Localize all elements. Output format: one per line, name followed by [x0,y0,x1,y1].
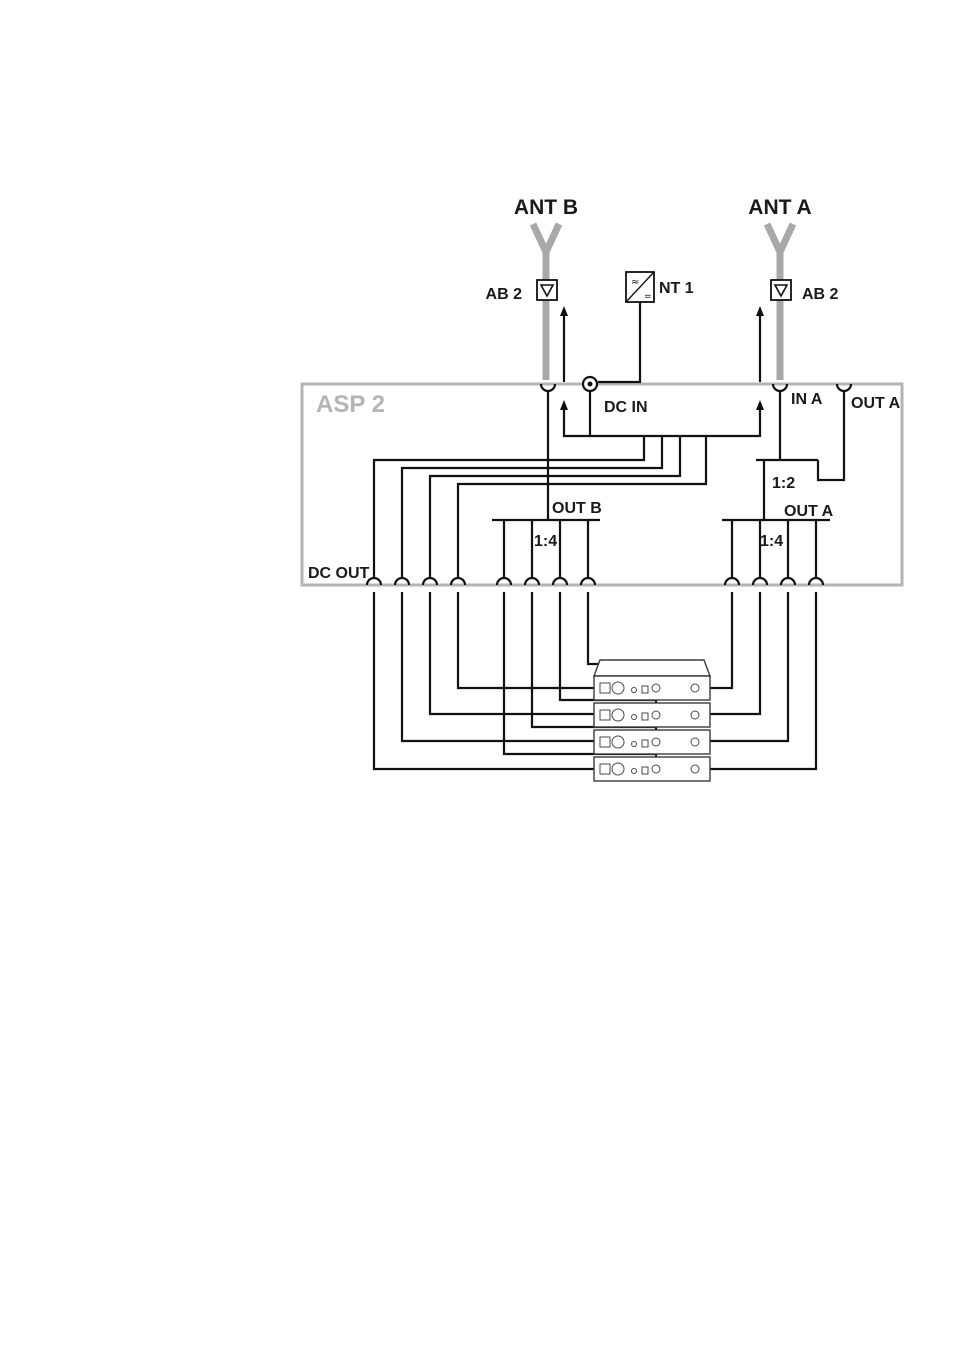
in-a-label: IN A [791,391,823,408]
splitter-a-label: 1:4 [760,533,783,550]
ab2-left-label: AB 2 [486,286,523,303]
receiver-unit-icon [594,703,710,727]
receiver-stack-lid [594,660,710,676]
receiver-unit-icon [594,757,710,781]
dc-feed-wiring [374,302,764,578]
receiver-unit-icon [594,676,710,700]
dc-in-label: DC IN [604,399,648,416]
svg-text:≈: ≈ [631,277,639,288]
dc-out-label: DC OUT [308,565,370,582]
svg-text:=: = [644,292,652,302]
antenna-b-icon [533,224,559,380]
ab2-right-label: AB 2 [802,286,839,303]
splitter-1-2-label: 1:2 [772,475,795,492]
dc-in-jack-center-icon [588,382,593,387]
power-supply-icon: ≈ = [626,272,654,302]
antenna-a-icon [767,224,793,380]
nt1-label: NT 1 [659,280,694,297]
out-a-port-label: OUT A [851,395,901,412]
booster-a-icon [771,280,791,300]
booster-b-icon [537,280,557,300]
out-b-label: OUT B [552,500,602,517]
receiver-unit-icon [594,730,710,754]
out-a-bus-label: OUT A [784,503,834,520]
splitter-b-label: 1:4 [534,533,557,550]
asp2-label: ASP 2 [316,391,385,418]
ant-b-label: ANT B [514,196,578,219]
receiver-stack [594,660,710,781]
ant-a-label: ANT A [748,196,811,219]
